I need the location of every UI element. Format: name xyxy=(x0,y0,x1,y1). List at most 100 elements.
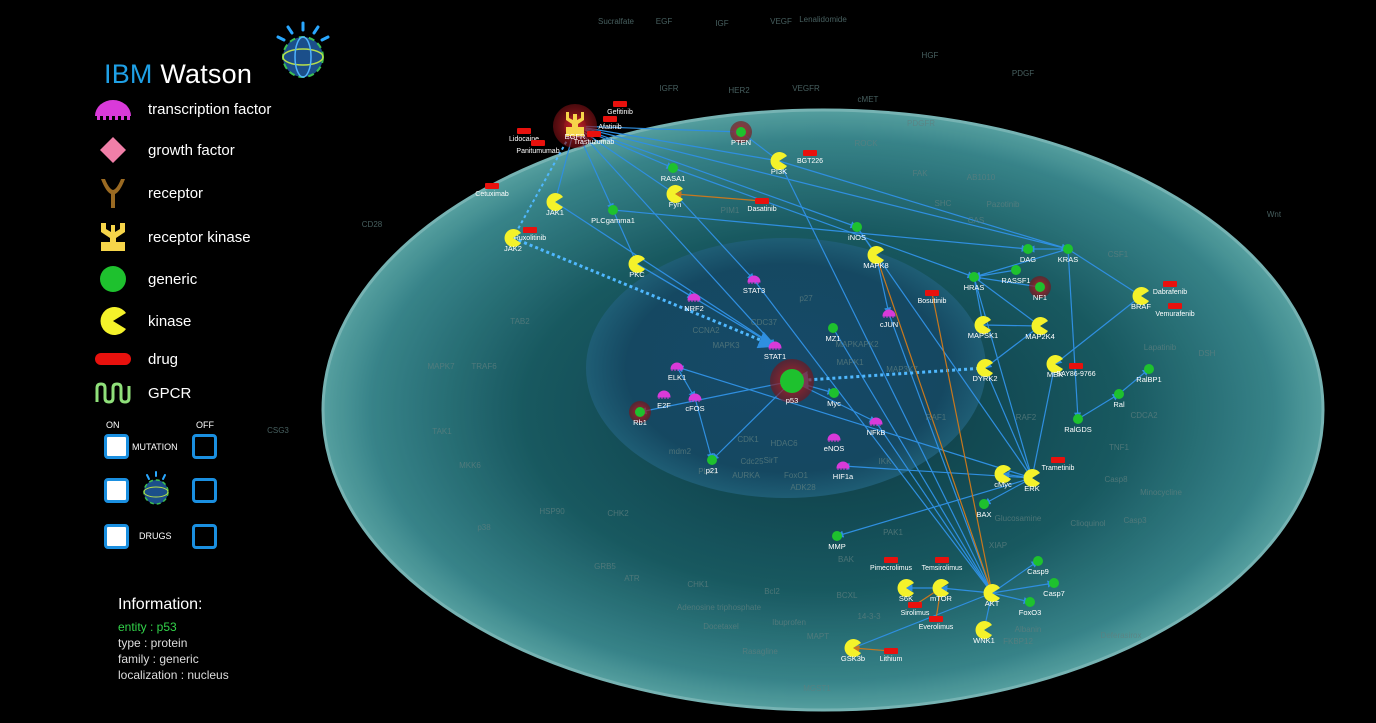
node-cetuximab[interactable]: Cetuximab xyxy=(475,183,509,198)
node-temsirolimus[interactable]: Temsirolimus xyxy=(922,557,963,572)
node-hif1a[interactable]: HIF1a xyxy=(833,461,854,481)
node-casp9[interactable]: Casp9 xyxy=(1027,556,1049,576)
node-akt[interactable]: AKT xyxy=(983,584,1000,608)
node-label: Trametinib xyxy=(1042,465,1075,472)
node-ral[interactable]: Ral xyxy=(1113,389,1125,409)
node-bax[interactable]: BAX xyxy=(976,499,992,519)
edge-mz1-akt xyxy=(832,327,993,594)
node-sirolimus[interactable]: Sirolimus xyxy=(901,602,930,617)
receptor-kinase-icon xyxy=(88,220,138,254)
node-ruxolitinib[interactable]: Ruxolitinib xyxy=(514,227,546,242)
node-braf[interactable]: BRAF xyxy=(1131,287,1151,311)
edge-nfkb-akt xyxy=(875,421,993,594)
node-rb1[interactable]: Rb1 xyxy=(629,401,651,427)
node-afatinib[interactable]: Afatinib xyxy=(598,116,622,131)
node-fyn[interactable]: Fyn xyxy=(666,185,683,209)
node-jak1[interactable]: JAK1 xyxy=(546,193,564,217)
node-label: Everolimus xyxy=(919,624,954,631)
node-everolimus[interactable]: Everolimus xyxy=(919,616,954,631)
node-mek[interactable]: MEK xyxy=(1046,355,1064,379)
generic-icon xyxy=(88,262,138,296)
node-pimecrolimus[interactable]: Pimecrolimus xyxy=(870,557,913,572)
node-map2k4[interactable]: MAP2K4 xyxy=(1025,317,1055,341)
node-label: RASA1 xyxy=(661,174,686,183)
node-ralbp1[interactable]: RalBP1 xyxy=(1136,364,1162,384)
watson-logo-icon xyxy=(276,21,330,78)
node-lithium[interactable]: Lithium xyxy=(880,648,903,663)
node-label: Cetuximab xyxy=(475,191,509,198)
node-gefitinib[interactable]: Gefitinib xyxy=(607,101,633,116)
node-stat3[interactable]: STAT3 xyxy=(743,275,765,295)
kinase-icon xyxy=(975,621,992,639)
node-label: p21 xyxy=(706,466,719,475)
node-mmp[interactable]: MMP xyxy=(828,531,846,551)
node-vemurafenib[interactable]: Vemurafenib xyxy=(1155,303,1195,318)
mutation-on-toggle[interactable] xyxy=(104,434,129,459)
drugs-off-toggle[interactable] xyxy=(192,524,217,549)
node-trametinib[interactable]: Trametinib xyxy=(1042,457,1075,472)
node-gsk3b[interactable]: GSK3b xyxy=(841,639,865,663)
node-ralgds[interactable]: RalGDS xyxy=(1064,414,1092,434)
node-cfos[interactable]: cFOS xyxy=(685,393,705,413)
generic-icon xyxy=(1049,578,1059,588)
node-nf1[interactable]: NF1 xyxy=(1029,276,1051,302)
node-dabrafenib[interactable]: Dabrafenib xyxy=(1153,281,1187,296)
node-p21[interactable]: p21 xyxy=(706,455,719,475)
node-elk1[interactable]: ELK1 xyxy=(668,362,686,382)
kinase-icon xyxy=(628,255,645,273)
drug-icon xyxy=(531,140,545,146)
node-hras[interactable]: HRAS xyxy=(964,272,985,292)
node-kras[interactable]: KRAS xyxy=(1058,244,1078,264)
node-label: BAY86-9766 xyxy=(1056,371,1095,378)
node-stat1[interactable]: STAT1 xyxy=(764,341,786,361)
node-bgt226[interactable]: BGT226 xyxy=(797,150,823,165)
watson-off-toggle[interactable] xyxy=(192,478,217,503)
node-s6k[interactable]: S6K xyxy=(897,579,914,603)
node-inos[interactable]: iNOS xyxy=(848,222,866,242)
node-dasatinib[interactable]: Dasatinib xyxy=(747,198,777,213)
ghost-label-lenalidomide: Lenalidomide xyxy=(799,15,847,24)
ghost-label-cdca2: CDCA2 xyxy=(1130,411,1158,420)
drugs-on-toggle[interactable] xyxy=(104,524,129,549)
node-trastuzumab[interactable]: Trastuzumab xyxy=(574,131,615,146)
watson-on-toggle[interactable] xyxy=(104,478,129,503)
node-egfr[interactable]: EGFR xyxy=(553,104,597,148)
node-bosutinib[interactable]: Bosutinib xyxy=(918,290,947,305)
node-mz1[interactable]: MZ1 xyxy=(826,323,841,343)
node-enos[interactable]: eNOS xyxy=(824,433,844,453)
node-cmyc[interactable]: cMyc xyxy=(994,465,1012,489)
node-dag[interactable]: DAG xyxy=(1020,244,1036,264)
node-rassf1[interactable]: RASSF1 xyxy=(1001,265,1031,285)
node-bay86-9766[interactable]: BAY86-9766 xyxy=(1056,363,1096,378)
node-foxo3[interactable]: FoxO3 xyxy=(1019,597,1042,617)
node-dyrk2[interactable]: DYRK2 xyxy=(972,359,998,383)
node-p53[interactable]: p53 xyxy=(770,359,814,405)
node-nrf2[interactable]: NRF2 xyxy=(684,293,704,313)
node-mapsk1[interactable]: MAPSK1 xyxy=(968,316,998,340)
node-myc[interactable]: Myc xyxy=(827,388,841,408)
edge-egfr-kras xyxy=(574,125,1069,251)
node-pten[interactable]: PTEN xyxy=(730,121,752,147)
node-pkc[interactable]: PKC xyxy=(628,255,646,279)
node-mapk8[interactable]: MAPK8 xyxy=(863,246,889,270)
node-nfkb[interactable]: NFkB xyxy=(867,417,886,437)
node-mtor[interactable]: mTOR xyxy=(930,579,953,603)
node-jak2[interactable]: JAK2 xyxy=(504,229,522,253)
node-panitumumab[interactable]: Panitumumab xyxy=(516,140,560,155)
node-label: Casp9 xyxy=(1027,567,1049,576)
node-e2f[interactable]: E2F xyxy=(657,390,671,410)
mutation-off-toggle[interactable] xyxy=(192,434,217,459)
node-cjun[interactable]: cJUN xyxy=(880,309,898,329)
node-plcgamma1[interactable]: PLCgamma1 xyxy=(591,205,635,225)
node-casp7[interactable]: Casp7 xyxy=(1043,578,1065,598)
node-rasa1[interactable]: RASA1 xyxy=(661,163,686,183)
drug-icon xyxy=(485,183,499,189)
node-erk[interactable]: ERK xyxy=(1023,469,1040,493)
node-lidocaine[interactable]: Lidocaine xyxy=(509,128,539,143)
generic-icon xyxy=(668,163,678,173)
node-wnk1[interactable]: WNK1 xyxy=(973,621,995,645)
node-pi3k[interactable]: PI3K xyxy=(770,152,788,176)
